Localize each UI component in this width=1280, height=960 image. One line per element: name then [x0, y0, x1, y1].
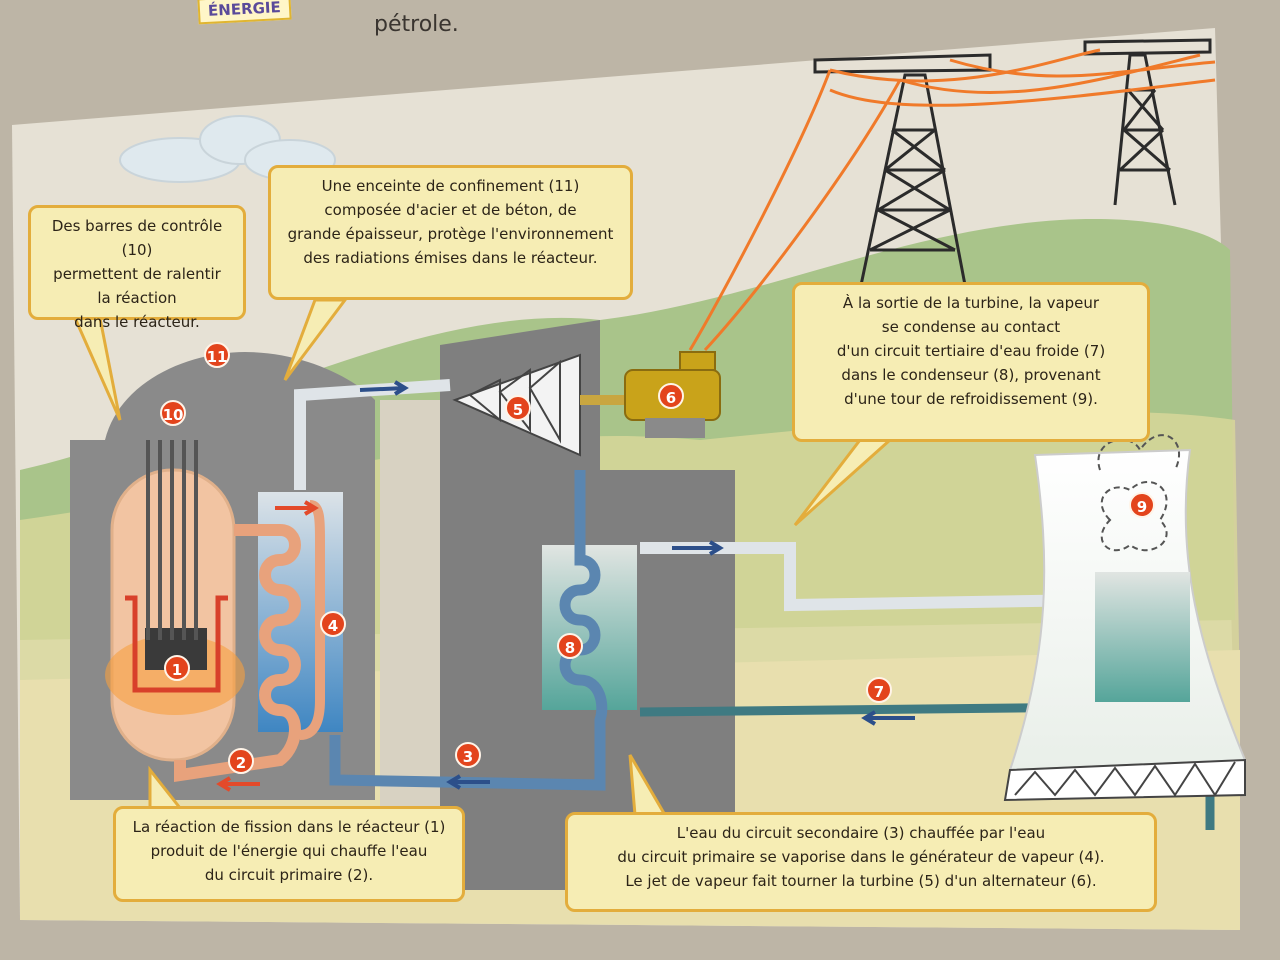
badge-8: 8: [557, 633, 583, 659]
secondary-circuit: [329, 470, 608, 791]
badge-7: 7: [866, 677, 892, 703]
alternator-terminal: [679, 351, 716, 371]
callout-condenser: À la sortie de la turbine, la vapeur se …: [792, 282, 1150, 442]
tower-lattice: [1014, 761, 1236, 797]
steam-plume: [1097, 434, 1181, 552]
pylon-right: [1083, 38, 1212, 206]
pylon-left: [813, 53, 992, 291]
badge-10: 10: [160, 400, 186, 426]
badge-3: 3: [455, 742, 481, 768]
callout-pointers: [72, 298, 894, 817]
badge-11: 11: [204, 342, 230, 368]
badge-4: 4: [320, 611, 346, 637]
turbine-shaft: [580, 395, 625, 405]
badge-2: 2: [228, 748, 254, 774]
gap: [380, 400, 440, 830]
callout-fission: La réaction de fission dans le réacteur …: [113, 806, 465, 902]
power-lines: [688, 48, 1216, 352]
callout-containment: Une enceinte de confinement (11) composé…: [268, 165, 633, 300]
header-text: pétrole.: [374, 12, 459, 37]
alternator-base: [645, 418, 705, 438]
reactor-basket: [125, 595, 228, 693]
tower-basin: [1095, 572, 1190, 702]
badge-5: 5: [505, 395, 531, 421]
badge-6: 6: [658, 383, 684, 409]
callout-secondary: L'eau du circuit secondaire (3) chauffée…: [565, 812, 1157, 912]
badge-9: 9: [1129, 492, 1155, 518]
primary-circuit: [174, 524, 301, 782]
callout-control-rods: Des barres de contrôle (10) permettent d…: [28, 205, 246, 331]
flow-arrows: [216, 380, 915, 792]
badge-1: 1: [164, 655, 190, 681]
control-rods: [146, 440, 198, 640]
